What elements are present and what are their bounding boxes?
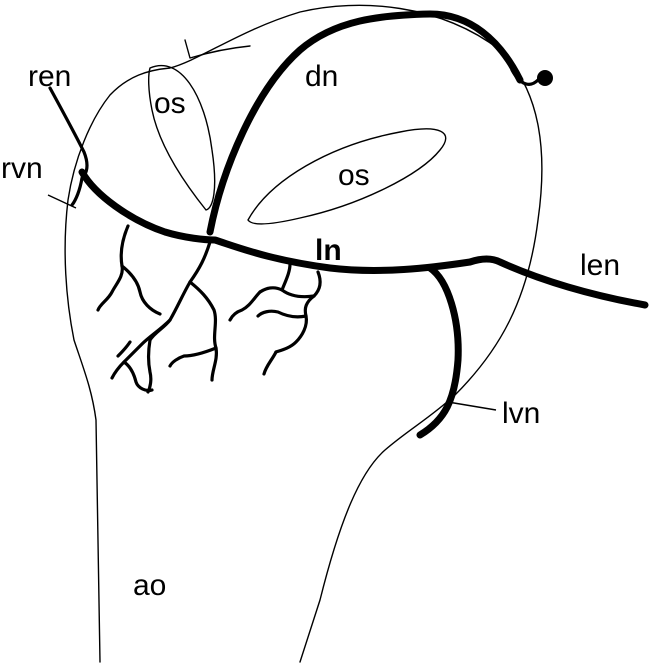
label-rvn: rvn bbox=[1, 152, 43, 185]
nerve-dn bbox=[206, 10, 524, 236]
nerve-lvn bbox=[416, 264, 462, 439]
nerve-ln-main bbox=[78, 168, 649, 309]
nerve-plexus-right bbox=[228, 262, 322, 376]
top-flap-outline bbox=[184, 39, 251, 59]
nerve-plexus-left bbox=[96, 224, 219, 394]
nerve-rvn-branch bbox=[70, 176, 84, 207]
oval-os-left bbox=[147, 65, 216, 211]
nerve-ren bbox=[48, 86, 89, 178]
label-os-right: os bbox=[338, 159, 370, 192]
nerve-dn-tail bbox=[510, 68, 540, 86]
body-outline bbox=[64, 4, 543, 663]
label-os-left: os bbox=[154, 87, 186, 120]
label-ren: ren bbox=[28, 60, 71, 93]
nerve-end-knob bbox=[537, 70, 553, 86]
label-dn: dn bbox=[305, 60, 338, 93]
label-lvn: lvn bbox=[502, 397, 540, 430]
leader-lvn bbox=[447, 401, 497, 411]
oval-os-right bbox=[247, 128, 447, 225]
label-len: len bbox=[580, 249, 620, 282]
leader-rvn bbox=[47, 194, 77, 209]
label-ln: ln bbox=[315, 234, 342, 267]
label-ao: ao bbox=[133, 569, 166, 602]
